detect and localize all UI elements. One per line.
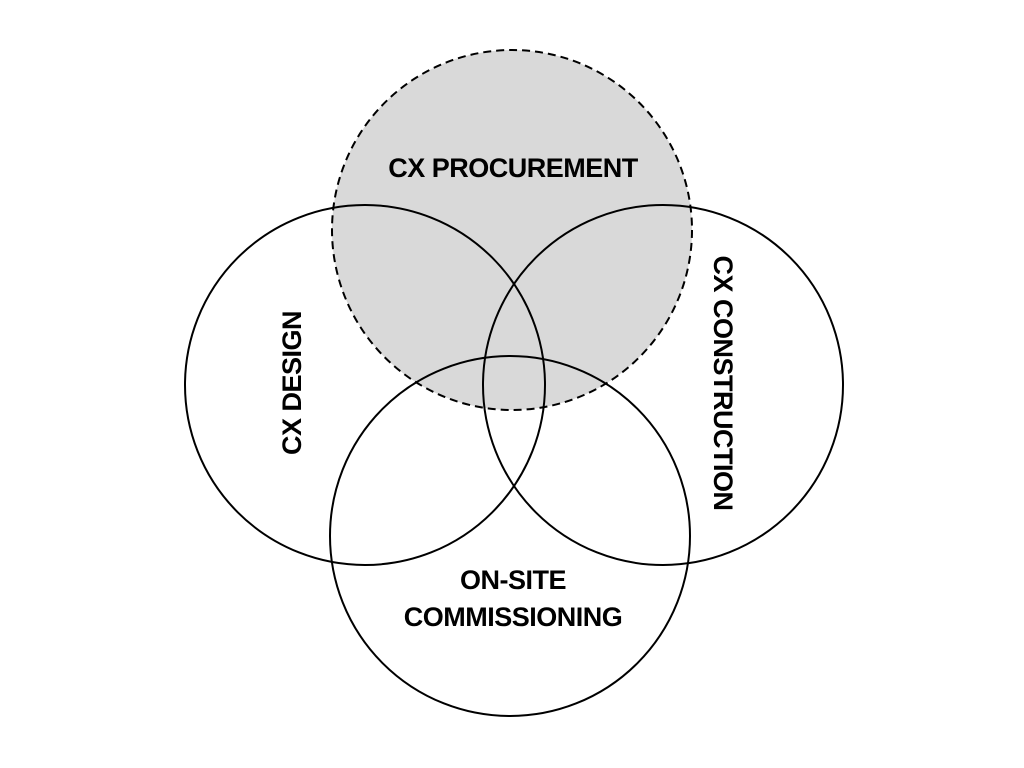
label-cx-procurement: CX PROCUREMENT — [388, 153, 639, 183]
label-on-site-commissioning-line1: ON-SITE — [460, 565, 566, 595]
circle-cx-design — [184, 204, 546, 566]
circle-on-site-commissioning — [329, 355, 691, 717]
circle-cx-procurement — [331, 49, 693, 411]
label-cx-construction: CX CONSTRUCTION — [708, 256, 738, 511]
circle-cx-construction — [482, 204, 844, 566]
label-on-site-commissioning-line2: COMMISSIONING — [404, 602, 623, 632]
label-cx-design: CX DESIGN — [277, 311, 307, 455]
